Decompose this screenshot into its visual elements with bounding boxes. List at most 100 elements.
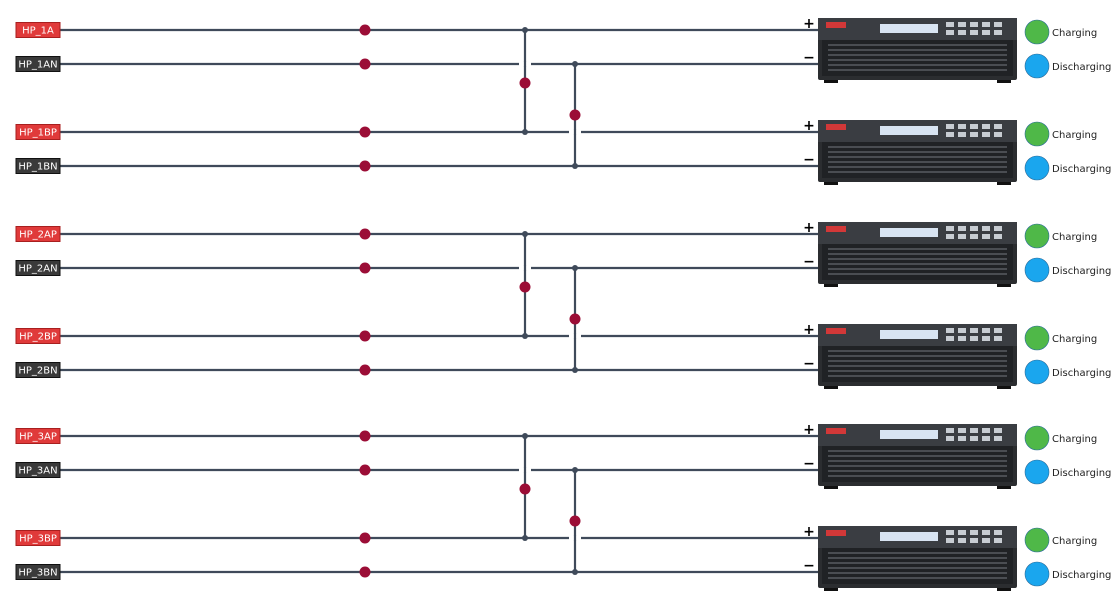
power-supply-icon[interactable]	[818, 18, 1017, 83]
discharging-indicator[interactable]: Discharging	[1024, 561, 1111, 587]
instrument-vent-slot	[828, 360, 1007, 362]
discharging-indicator[interactable]: Discharging	[1024, 359, 1111, 385]
instrument-vent-slot	[828, 171, 1007, 173]
charging-indicator[interactable]: Charging	[1024, 325, 1097, 351]
discharging-label: Discharging	[1052, 570, 1111, 581]
instrument-key	[994, 124, 1002, 129]
switch-dot-icon	[569, 109, 581, 121]
switch-dot-icon	[359, 430, 371, 442]
instrument-foot	[997, 80, 1011, 83]
instrument-key	[946, 30, 954, 35]
junction-dot-icon	[572, 61, 578, 67]
instrument-key	[982, 30, 990, 35]
positive-terminal-marker: +	[803, 220, 815, 236]
terminal-label-box	[15, 260, 61, 276]
discharging-label: Discharging	[1052, 62, 1111, 73]
switch-dot-icon	[359, 24, 371, 36]
charging-indicator-icon	[1024, 527, 1050, 553]
discharging-indicator[interactable]: Discharging	[1024, 459, 1111, 485]
discharging-label: Discharging	[1052, 368, 1111, 379]
discharging-indicator-icon	[1024, 257, 1050, 283]
instrument-key	[994, 226, 1002, 231]
power-supply-icon[interactable]	[818, 324, 1017, 389]
terminal-label-text: HP_3BP	[19, 534, 57, 545]
terminal-label-box	[15, 158, 61, 174]
terminal-label-text: HP_2BP	[19, 332, 57, 343]
switch-dot-icon	[359, 566, 371, 578]
terminal-label-text: HP_3AP	[19, 432, 57, 443]
charging-indicator[interactable]: Charging	[1024, 19, 1097, 45]
discharging-label: Discharging	[1052, 468, 1111, 479]
instrument-vent-slot	[828, 161, 1007, 163]
instrument-key	[970, 530, 978, 535]
switch-dot-icon	[359, 228, 371, 240]
charging-indicator[interactable]: Charging	[1024, 121, 1097, 147]
instrument-foot	[824, 182, 838, 185]
terminal-label-box	[15, 428, 61, 444]
discharging-indicator[interactable]: Discharging	[1024, 53, 1111, 79]
charging-indicator-icon	[1024, 223, 1050, 249]
negative-terminal-marker: −	[803, 558, 815, 574]
instrument-key	[994, 234, 1002, 239]
instrument-badge	[826, 428, 846, 434]
instrument-foot	[824, 588, 838, 591]
charging-label: Charging	[1052, 232, 1097, 243]
instrument-key	[958, 132, 966, 137]
instrument-vent-slot	[828, 151, 1007, 153]
charging-indicator[interactable]: Charging	[1024, 223, 1097, 249]
power-supply-icon[interactable]	[818, 120, 1017, 185]
instrument-vent-slot	[828, 64, 1007, 66]
instrument-key	[946, 226, 954, 231]
charging-indicator-icon	[1024, 121, 1050, 147]
positive-terminal-label: HP_3BP	[15, 530, 61, 546]
charging-indicator[interactable]: Charging	[1024, 527, 1097, 553]
switch-dot-icon	[359, 464, 371, 476]
negative-terminal-marker: −	[803, 456, 815, 472]
instrument-badge	[826, 22, 846, 28]
power-supply-icon[interactable]	[818, 424, 1017, 489]
power-supply-icon[interactable]	[818, 222, 1017, 287]
charging-indicator[interactable]: Charging	[1024, 425, 1097, 451]
discharging-indicator[interactable]: Discharging	[1024, 257, 1111, 283]
switch-dot-icon	[359, 126, 371, 138]
instrument-key	[946, 234, 954, 239]
terminal-label-box	[15, 22, 61, 38]
instrument-key	[958, 428, 966, 433]
instrument-foot	[997, 182, 1011, 185]
switch-dot-icon	[569, 515, 581, 527]
instrument-key	[982, 530, 990, 535]
switch-dot-icon	[519, 281, 531, 293]
instrument-vent-slot	[828, 248, 1007, 250]
instrument-vent-slot	[828, 460, 1007, 462]
instrument-display	[880, 430, 938, 439]
instrument-key	[958, 436, 966, 441]
discharging-label: Discharging	[1052, 164, 1111, 175]
instrument-key	[946, 436, 954, 441]
positive-terminal-label: HP_2BP	[15, 328, 61, 344]
instrument-key	[970, 234, 978, 239]
discharging-indicator-icon	[1024, 155, 1050, 181]
terminal-label-text: HP_1BN	[18, 162, 57, 173]
junction-dot-icon	[522, 433, 528, 439]
terminal-label-box	[15, 124, 61, 140]
instrument-key	[982, 132, 990, 137]
switch-dot-icon	[359, 330, 371, 342]
power-supply-icon[interactable]	[818, 526, 1017, 591]
negative-terminal-label: HP_3BN	[15, 564, 61, 580]
instrument-vent-slot	[828, 146, 1007, 148]
junction-dot-icon	[522, 27, 528, 33]
instrument-key	[958, 234, 966, 239]
instrument-key	[946, 328, 954, 333]
terminal-label-text: HP_1A	[22, 26, 54, 37]
instrument-foot	[997, 284, 1011, 287]
terminal-label-text: HP_1AN	[18, 60, 57, 71]
instrument-vent-slot	[828, 273, 1007, 275]
instrument-vent-slot	[828, 69, 1007, 71]
discharging-indicator[interactable]: Discharging	[1024, 155, 1111, 181]
instrument-key	[958, 22, 966, 27]
positive-terminal-label: HP_1A	[15, 22, 61, 38]
instrument-vent-slot	[828, 557, 1007, 559]
instrument-display	[880, 532, 938, 541]
instrument-key	[958, 538, 966, 543]
negative-terminal-label: HP_3AN	[15, 462, 61, 478]
